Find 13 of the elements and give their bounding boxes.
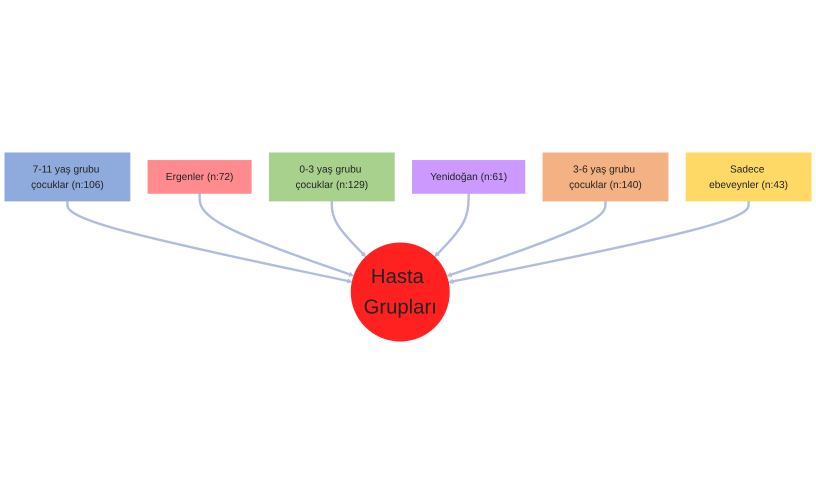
node-box: 7-11 yaş grubu çocuklar (n:106) bbox=[4, 152, 130, 202]
arrow bbox=[66, 201, 352, 284]
node-box: Ergenler (n:72) bbox=[148, 160, 252, 194]
arrow bbox=[446, 201, 607, 278]
node-box: Yenidoğan (n:61) bbox=[412, 160, 526, 194]
node-circle: Hasta Grupları bbox=[350, 242, 450, 342]
node-box: 3-6 yaş grubu çocuklar (n:140) bbox=[542, 152, 668, 202]
arrow bbox=[448, 201, 750, 284]
arrow bbox=[198, 193, 354, 277]
arrow bbox=[330, 201, 366, 258]
node-box: Sadece ebeveynler (n:43) bbox=[686, 152, 812, 202]
node-box: 0-3 yaş grubu çocuklar (n:129) bbox=[268, 152, 395, 202]
arrow bbox=[434, 193, 470, 258]
